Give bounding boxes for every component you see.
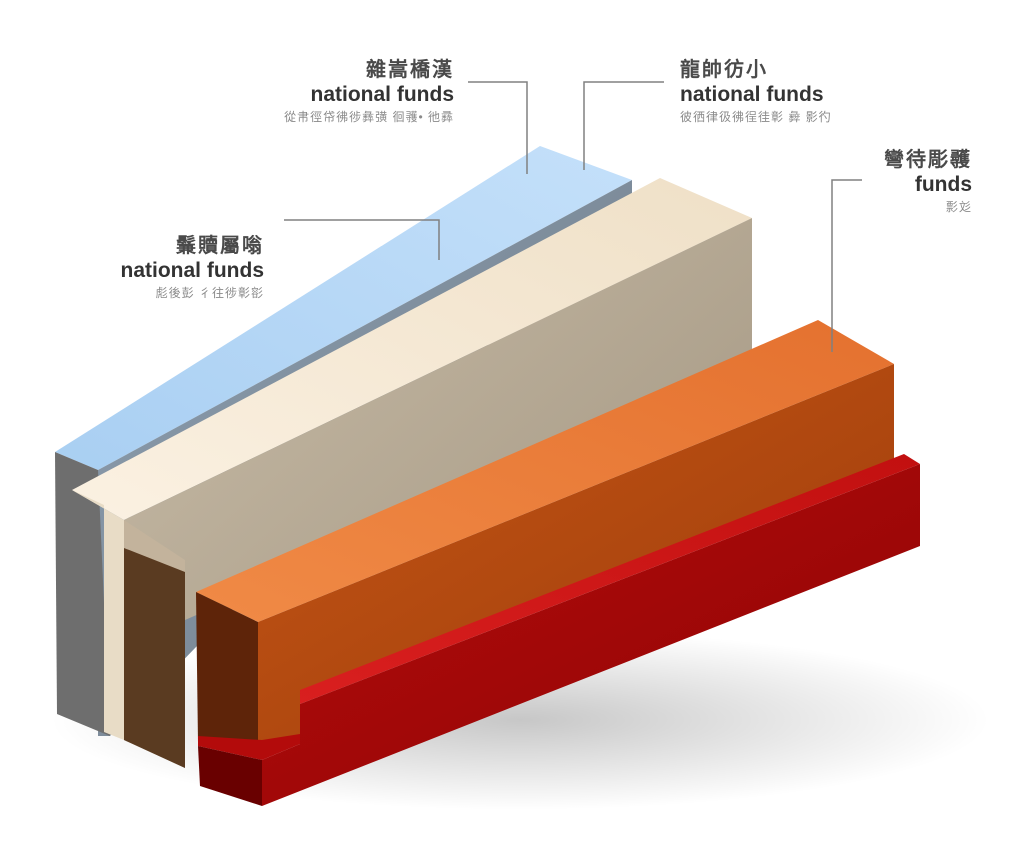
label-c-title: national funds [120, 259, 265, 282]
bar-red-front [262, 464, 920, 806]
label-b-glyphs: 龍帥彷小 [680, 59, 768, 81]
bar-beige-side [72, 490, 124, 740]
label-b: 龍帥彷小 national funds 彼徆律彶彿徎徍彰 彜 影彴 [680, 58, 860, 126]
bar-red-ledge [198, 734, 300, 760]
label-c-glyphs: 鬑贖屬嗡 [176, 235, 264, 257]
bar-orange-side [196, 592, 258, 748]
label-b-caption: 彼徆律彶彿徎徍彰 彜 影彴 [680, 110, 832, 124]
label-d: 彎待彫彠 funds 彯彣 [860, 148, 972, 216]
bar-orange-top [196, 320, 894, 622]
bar-blue-side [55, 452, 110, 736]
leader-a [468, 81, 528, 174]
label-d-glyphs: 彎待彫彠 [884, 149, 972, 171]
bar-beige-end-face [124, 548, 185, 768]
label-a: 雜嵩橋漢 national funds 從帇徑帒彿徏彝彉 徊彟• 彵彞 [260, 58, 454, 126]
leader-d [831, 179, 862, 352]
bar-red [198, 454, 920, 806]
bar-red-top [300, 454, 920, 704]
label-d-caption: 彯彣 [945, 200, 972, 214]
bar-blue-top [55, 146, 632, 470]
label-c-caption: 彪後彭 彳往徏彰彮 [155, 286, 264, 300]
label-a-title: national funds [310, 83, 455, 106]
leader-b [583, 81, 664, 170]
bar-red-side [198, 746, 262, 806]
label-d-title: funds [914, 173, 972, 196]
label-b-title: national funds [680, 83, 824, 106]
leader-c [284, 219, 440, 260]
bar-beige-top [72, 178, 752, 520]
label-c: 鬑贖屬嗡 national funds 彪後彭 彳往徏彰彮 [108, 234, 265, 302]
label-a-caption: 從帇徑帒彿徏彝彉 徊彟• 彵彞 [284, 110, 454, 124]
label-a-glyphs: 雜嵩橋漢 [366, 59, 454, 81]
